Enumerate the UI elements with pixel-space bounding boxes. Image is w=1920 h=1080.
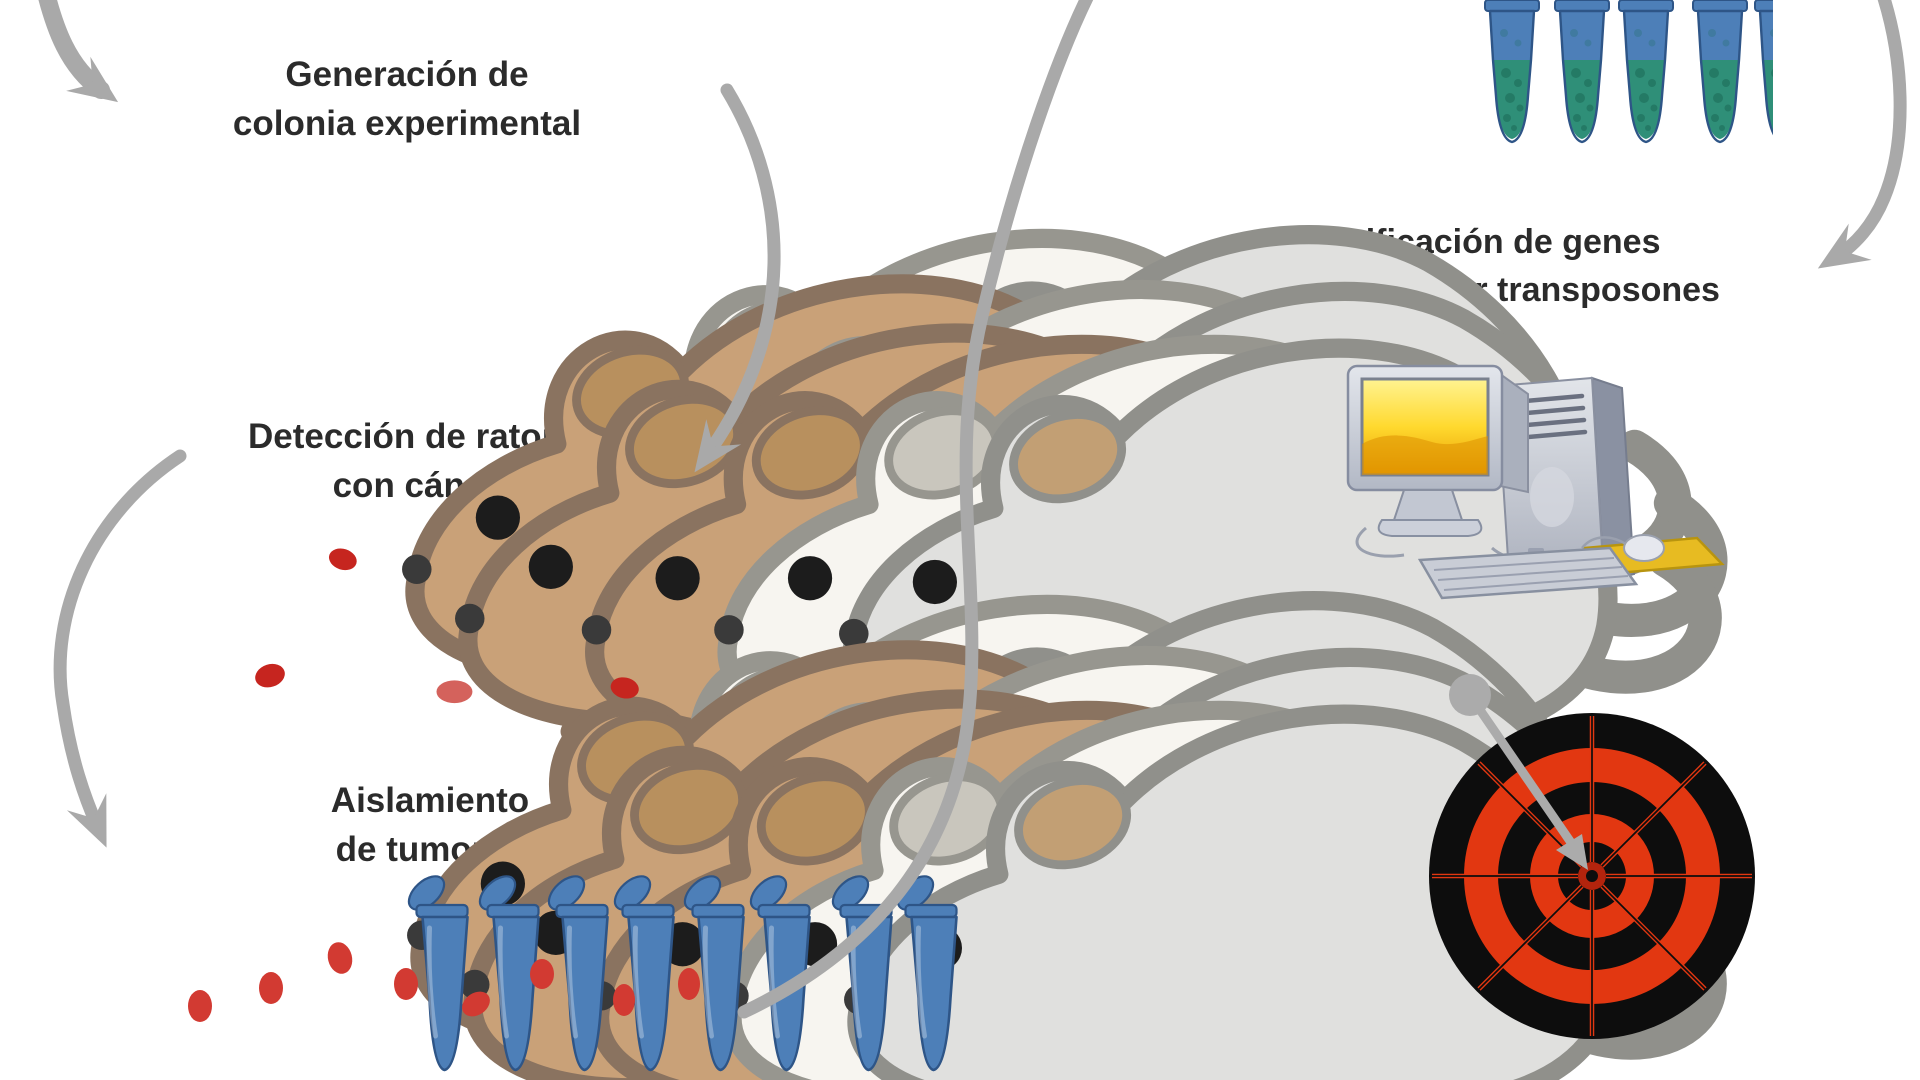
- tumor-tubes-row: [188, 876, 725, 1080]
- tumor-sample: [462, 991, 490, 1017]
- label-line: Aislamiento: [330, 781, 530, 820]
- tumor-spot: [255, 663, 285, 688]
- arrow-generation-to-detection: [694, 83, 781, 473]
- computer-icon: [1346, 364, 1725, 600]
- arrow-isolation-to-identification: [737, 0, 1094, 1019]
- tumor-sample: [188, 990, 212, 1022]
- dartboard-icon: [1429, 674, 1755, 1039]
- tumor-sample: [259, 972, 283, 1004]
- tumor-sample: [530, 959, 554, 989]
- arrow-into-generation: [38, 0, 119, 103]
- tumor-spot: [436, 680, 473, 704]
- label-line: colonia experimental: [232, 104, 582, 143]
- tumor-spot: [328, 548, 357, 571]
- tumor-sample: [327, 942, 353, 974]
- computer-keyboard: [1417, 546, 1639, 600]
- tumor-sample: [394, 968, 418, 1000]
- tumor-sample: [613, 984, 635, 1016]
- arrow-detection-to-isolation: [53, 449, 187, 848]
- computer-monitor: [1346, 364, 1529, 537]
- label-line: Generación de: [285, 55, 529, 94]
- dart-icon: [1449, 674, 1588, 870]
- tumor-sample: [678, 968, 700, 1000]
- tumor-spot: [610, 677, 639, 699]
- computer-mouse: [1581, 534, 1665, 562]
- arrow-tubes-to-identification: [1817, 0, 1907, 269]
- label-generation: Generación de colonia experimental: [187, 50, 627, 148]
- cancer-mice-group: [255, 548, 795, 786]
- dartboard-rings: [1429, 713, 1755, 1039]
- tumor-samples: [188, 942, 700, 1022]
